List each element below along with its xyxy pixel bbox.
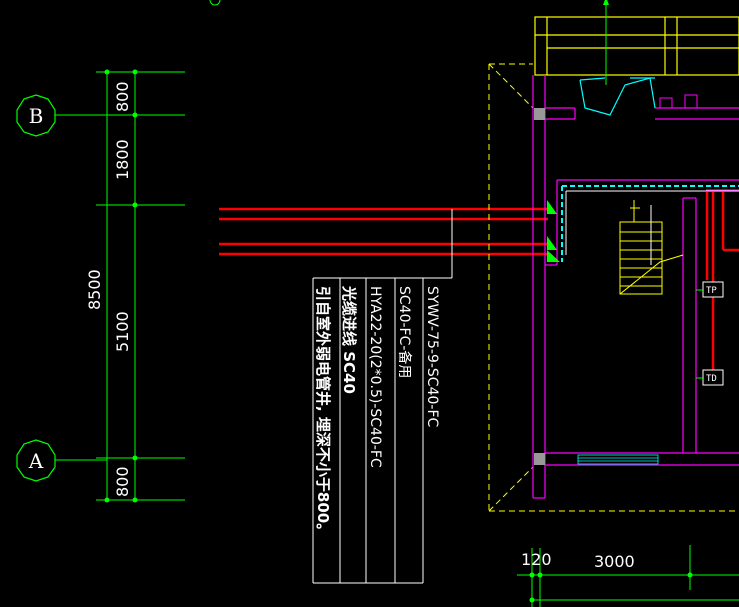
column-top	[534, 108, 545, 120]
td-label: TD	[706, 374, 717, 384]
grid-label-a: A	[28, 449, 44, 473]
dim-h-3000: 3000	[594, 552, 635, 571]
incoming-cables	[219, 207, 548, 256]
equipment-leaders	[696, 289, 703, 379]
horizontal-ticks	[529, 572, 693, 603]
door-swing	[579, 77, 656, 116]
north-arrow-head	[603, 0, 609, 5]
cable-note-5: 引自室外弱电管井, 埋深不小于800。	[314, 286, 332, 538]
walls	[532, 75, 739, 499]
column-bottom	[534, 453, 545, 465]
cable-tray-inner	[565, 190, 739, 255]
cable-note-2: SC40-FC-备用	[396, 286, 413, 378]
stair	[619, 200, 684, 295]
cable-note-4: 光缆进线 SC40	[340, 285, 358, 394]
dim-h-120: 120	[521, 550, 552, 569]
bottom-window	[577, 454, 659, 465]
grid-bubble-a	[16, 439, 56, 482]
dim-seg-1: 800	[113, 81, 132, 112]
tp-label: TP	[706, 286, 717, 296]
grid-bubble-b	[16, 94, 56, 137]
entry-arrows	[547, 200, 560, 262]
top-stair-blocks	[659, 94, 698, 109]
cable-note-3: HYA22-20(2*0.5)-SC40-FC	[367, 286, 383, 468]
outer-boundary	[488, 63, 739, 512]
top-marker	[209, 0, 221, 6]
dim-seg-4: 800	[113, 466, 132, 497]
cable-note-1: SYWV-75-9-SC40-FC	[424, 286, 440, 427]
top-structure	[534, 16, 739, 76]
cable-tray	[561, 185, 739, 262]
vertical-dimension-group	[55, 71, 185, 501]
dim-seg-3: 5100	[113, 311, 132, 352]
dimension-ticks	[104, 69, 138, 503]
dim-seg-2: 1800	[113, 139, 132, 180]
dim-total-8500: 8500	[85, 269, 104, 310]
grid-label-b: B	[29, 104, 44, 128]
note-leader	[312, 209, 453, 584]
